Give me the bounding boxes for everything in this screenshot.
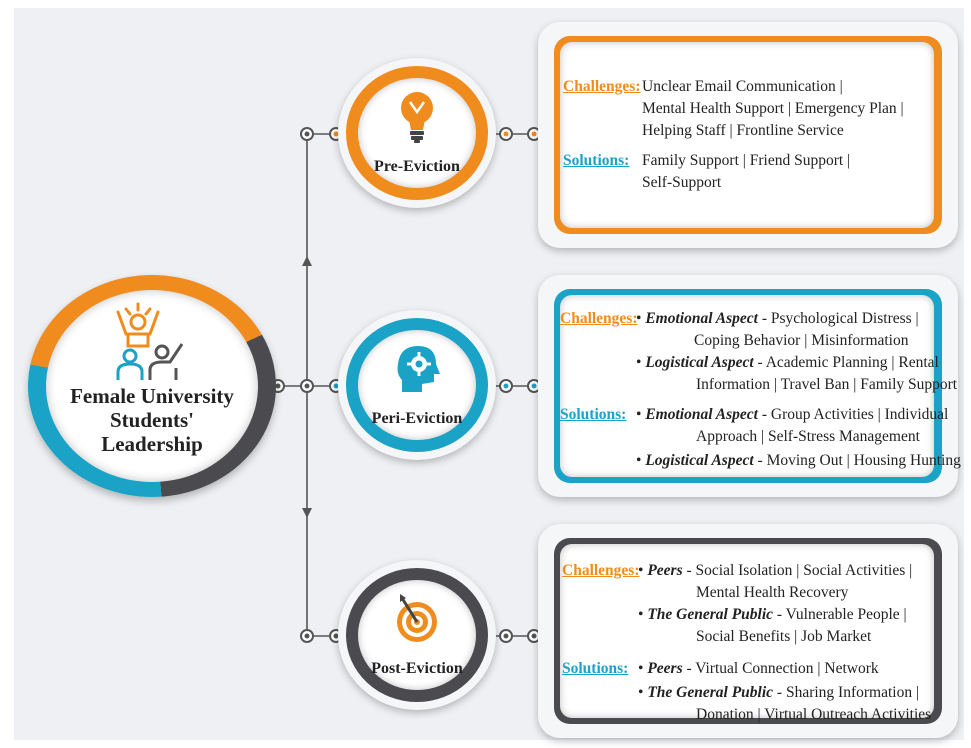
- group-term: The General Public: [647, 684, 774, 701]
- challenge-item: • Emotional Aspect - Psychological Distr…: [636, 308, 919, 330]
- solutions-label: Solutions:: [560, 406, 627, 423]
- item-text-line2: Coping Behavior | Misinformation: [694, 332, 909, 349]
- item-text-line2: Information | Travel Ban | Family Suppor…: [696, 376, 958, 393]
- bullet: •: [636, 310, 642, 327]
- hub-title-line: Students': [109, 408, 195, 432]
- solutions-line: Family Support | Friend Support |: [642, 152, 851, 169]
- item-text-line2: Donation | Virtual Outreach Activities: [696, 706, 932, 723]
- challenges-label: Challenges:: [562, 562, 640, 579]
- item-text: - Academic Planning | Rental: [753, 354, 939, 371]
- bullet: •: [636, 354, 642, 371]
- lightbulb-icon: [401, 92, 433, 143]
- challenges-label: Challenges:: [560, 310, 638, 327]
- target-dart-icon: [397, 594, 437, 642]
- item-text-line2: Mental Health Recovery: [696, 584, 849, 601]
- stage-label: Post-Eviction: [371, 660, 463, 677]
- challenges-line: Helping Staff | Frontline Service: [642, 122, 844, 139]
- item-text: - Group Activities | Individual: [757, 406, 949, 423]
- bullet: •: [638, 562, 644, 579]
- item-text: - Psychological Distress |: [757, 310, 919, 327]
- solutions-label: Solutions:: [563, 152, 630, 169]
- panel-post-eviction: [538, 524, 958, 738]
- stage-label: Peri-Eviction: [371, 410, 463, 427]
- solution-item: • Logistical Aspect - Moving Out | Housi…: [636, 450, 961, 472]
- item-text: - Virtual Connection | Network: [682, 660, 879, 677]
- challenge-item: • Logistical Aspect - Academic Planning …: [636, 352, 939, 374]
- item-text: - Vulnerable People |: [773, 606, 907, 623]
- stage-label: Pre-Eviction: [374, 158, 460, 175]
- solution-item: • Emotional Aspect - Group Activities | …: [636, 404, 948, 426]
- item-text-line2: Approach | Self-Stress Management: [696, 428, 920, 445]
- leadership-people-icon: [116, 302, 184, 380]
- item-text-line2: Social Benefits | Job Market: [696, 628, 872, 645]
- hub-title-line: Leadership: [101, 432, 203, 456]
- bullet: •: [636, 452, 642, 469]
- panel-pre-eviction: [538, 22, 958, 248]
- group-term: The General Public: [647, 606, 774, 623]
- bullet: •: [636, 406, 642, 423]
- solutions-line: Self-Support: [642, 174, 722, 191]
- aspect-term: Logistical Aspect: [645, 452, 754, 469]
- challenges-line: Mental Health Support | Emergency Plan |: [642, 100, 904, 117]
- head-gear-icon: [397, 346, 440, 392]
- item-text: - Moving Out | Housing Hunting: [753, 452, 961, 469]
- hub-title-line: Female University: [70, 384, 234, 408]
- bullet: •: [638, 606, 644, 623]
- arrow-down-icon: [302, 508, 312, 518]
- panel-peri-eviction: [538, 275, 958, 497]
- aspect-term: Emotional Aspect: [645, 310, 758, 327]
- item-text: - Social Isolation | Social Activities |: [682, 562, 913, 579]
- aspect-term: Emotional Aspect: [645, 406, 758, 423]
- hub-title: Female University Students' Leadership: [56, 384, 248, 456]
- aspect-term: Logistical Aspect: [645, 354, 754, 371]
- item-text: - Sharing Information |: [773, 684, 920, 701]
- bullet: •: [638, 684, 644, 701]
- challenges-label: Challenges:: [563, 78, 641, 95]
- solutions-label: Solutions:: [562, 660, 629, 677]
- solution-item: • The General Public - Sharing Informati…: [638, 682, 919, 704]
- group-term: Peers: [647, 660, 683, 677]
- challenge-item: • Peers - Social Isolation | Social Acti…: [638, 560, 912, 582]
- arrow-up-icon: [302, 256, 312, 266]
- hub-circle: [46, 290, 258, 482]
- challenge-item: • The General Public - Vulnerable People…: [638, 604, 907, 626]
- solution-item: • Peers - Virtual Connection | Network: [638, 658, 879, 680]
- challenges-line: Unclear Email Communication |: [642, 78, 843, 95]
- bullet: •: [638, 660, 644, 677]
- group-term: Peers: [647, 562, 683, 579]
